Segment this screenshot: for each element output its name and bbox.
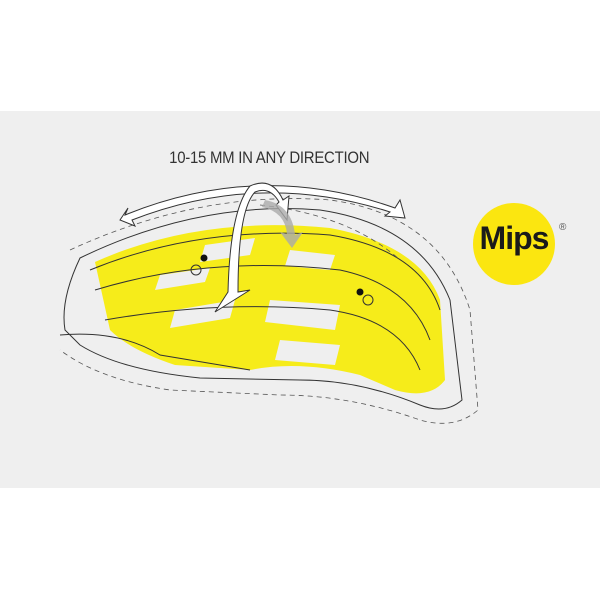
mips-logo: Mips [473,203,555,285]
attachment-points [190,254,374,306]
caption-text: 10-15 MM IN ANY DIRECTION [169,148,370,167]
liner-vents [155,238,340,365]
mips-logo-text: Mips [479,220,550,256]
rotation-arrow [262,200,303,248]
registered-mark: ® [559,222,567,233]
